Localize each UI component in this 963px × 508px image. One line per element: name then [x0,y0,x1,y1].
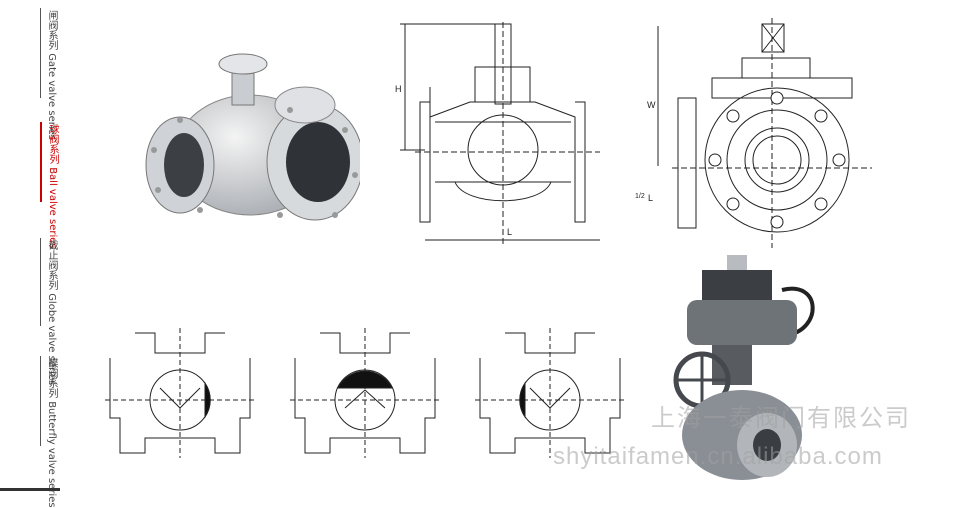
nav-item-ball-valve[interactable]: 球阀系列 Ball valve series [40,122,82,249]
port-diagram-3 [475,328,625,458]
nav-label-globe: 截止阀系列 [46,240,57,290]
nav-sub-gate: Gate valve series [46,53,57,141]
nav-sub-butterfly: Butterfly valve series [46,401,57,508]
actuated-valve-photo [673,255,815,480]
port-diagram-2 [290,328,440,458]
nav-item-globe-valve[interactable]: 截止阀系列 Globe valve series [40,238,81,385]
dim-half-label: 1/2 [635,193,645,200]
nav-sub-globe: Globe valve series [46,293,57,386]
port-diagram-1 [105,328,255,458]
valve-photo [145,53,360,221]
dim-half-l-label: L [648,193,653,203]
nav-sub-ball: Ball valve series [47,167,58,249]
bottom-rule [0,488,60,491]
front-section-drawing: H L [395,22,600,247]
company-watermark: 上海一泰阀门有限公司 [651,404,911,432]
nav-label-gate: 闸阀系列 [46,10,57,50]
nav-label-butterfly: 蝶阀系列 [46,358,57,398]
dim-width-label: W [647,100,656,110]
url-watermark: shyitaifamen.cn.alibaba.com [553,443,883,470]
nav-label-ball: 球阀系列 [47,124,58,164]
side-view-drawing: W 1/2 L [635,18,872,248]
dim-length-label: L [507,227,512,237]
nav-item-butterfly-valve[interactable]: 蝶阀系列 Butterfly valve series [40,356,81,508]
nav-item-gate-valve[interactable]: 闸阀系列 Gate valve series [40,8,81,140]
dim-height-label: H [395,84,402,94]
series-nav: 闸阀系列 Gate valve series 球阀系列 Ball valve s… [40,0,82,508]
